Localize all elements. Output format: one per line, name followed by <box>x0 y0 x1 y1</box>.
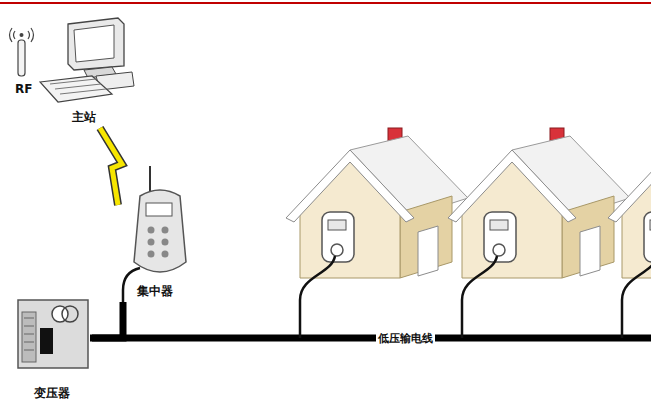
top-rule <box>0 2 651 4</box>
antenna-label: RF <box>13 82 34 96</box>
wireless-outline <box>100 128 122 205</box>
computer-symbol <box>40 18 134 102</box>
device-label: 变压器 <box>12 385 92 402</box>
device-label: 集中器 <box>118 283 192 300</box>
house-with-meter <box>608 128 651 338</box>
device-node: 集中器 <box>118 162 192 302</box>
house-with-meter <box>286 128 468 338</box>
device-label: 主站 <box>38 109 130 126</box>
antenna-symbol <box>10 28 34 76</box>
wireless-link <box>100 128 122 205</box>
power-connection <box>92 302 123 338</box>
device-node: 主站 <box>38 16 130 128</box>
power-line <box>90 335 651 342</box>
concentrator-symbol <box>123 166 186 302</box>
house-with-meter <box>448 128 630 338</box>
transformer-symbol <box>18 300 88 368</box>
device-node: 变压器 <box>12 296 92 404</box>
line-label: 低压输电线 <box>376 331 435 346</box>
